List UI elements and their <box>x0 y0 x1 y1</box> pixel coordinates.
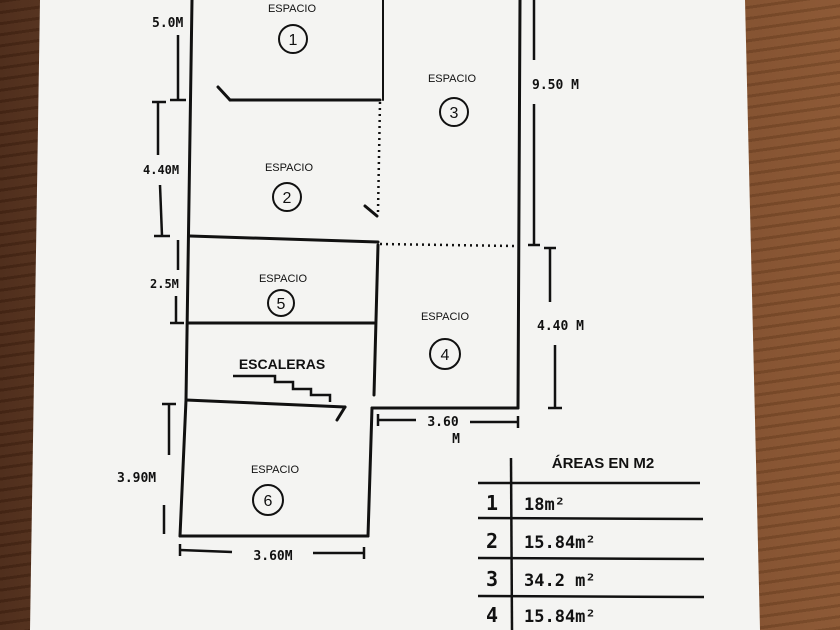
dim-label-2-5m: 2.5M <box>150 277 179 291</box>
door-swing-2 <box>363 204 379 218</box>
table-row-1-value: 18m² <box>524 495 565 515</box>
dim-label-4-40m-right: 4.40 M <box>537 319 584 334</box>
table-row-line <box>477 556 705 561</box>
dim-label-3-60-top: 3.60 <box>427 415 458 430</box>
room-3-number: 3 <box>450 105 459 122</box>
stairs-top-wall <box>184 398 347 409</box>
room-6-circle <box>252 484 284 516</box>
table-row-line <box>477 516 704 521</box>
dim-line-segment <box>158 184 164 237</box>
dotted-divider-2-3 <box>376 101 382 213</box>
left-wall-upper <box>184 0 194 402</box>
dim-label-m-top: M <box>452 432 460 447</box>
dotted-divider-3-4 <box>379 242 515 248</box>
dim-label-5m: 5.0M <box>152 16 183 31</box>
room-1-number: 1 <box>289 32 298 49</box>
table-column-divider <box>509 457 514 630</box>
table-row-3-num: 3 <box>486 567 498 591</box>
table-row-4-value: 15.84m² <box>524 607 596 627</box>
dim-label-4-40m: 4.40M <box>143 163 179 177</box>
room-4-number: 4 <box>441 347 450 364</box>
table-row-2-num: 2 <box>486 529 498 553</box>
room-5-label: ESPACIO <box>259 273 308 285</box>
room-6-number: 6 <box>264 493 273 510</box>
dim-label-3-90m: 3.90M <box>117 471 156 486</box>
room-4-label: ESPACIO <box>421 311 470 323</box>
room-5-circle <box>267 289 295 317</box>
space-6-left-wall <box>178 398 188 538</box>
room-3-label: ESPACIO <box>428 73 477 85</box>
room-4-circle <box>429 338 461 370</box>
dim-line-3-60m-bottom <box>179 548 233 554</box>
table-row-3-value: 34.2 m² <box>524 571 596 591</box>
areas-table: ÁREAS EN M2 1 18m² 2 15.84m² 3 34.2 m² 4… <box>477 455 705 630</box>
table-row-line <box>477 594 705 599</box>
table-row-2-value: 15.84m² <box>524 533 596 553</box>
dim-label-9-50m: 9.50 M <box>532 78 579 93</box>
table-row-1-num: 1 <box>486 491 498 515</box>
door-swing-1 <box>216 85 232 102</box>
paper-sheet <box>30 0 760 630</box>
stairs-symbol <box>233 374 332 402</box>
room-2-circle <box>272 182 302 212</box>
dim-label-3-60m-bottom: 3.60M <box>253 549 292 564</box>
room-2-label: ESPACIO <box>265 162 314 174</box>
space-2-bottom-wall <box>188 234 380 244</box>
right-wall <box>516 0 522 410</box>
table-row-4-num: 4 <box>486 603 498 627</box>
room-1-circle <box>278 24 308 54</box>
room-3-circle <box>439 97 469 127</box>
stairs-label: ESCALERAS <box>239 356 325 372</box>
space-4-left-wall <box>372 243 380 397</box>
room-6-label: ESPACIO <box>251 464 300 476</box>
room-2-number: 2 <box>283 190 292 207</box>
stairs-wall-end <box>335 405 347 422</box>
room-5-number: 5 <box>277 296 286 313</box>
room-1-label: ESPACIO <box>268 3 317 15</box>
space-6-right-wall <box>366 406 374 538</box>
areas-table-title: ÁREAS EN M2 <box>552 455 655 472</box>
